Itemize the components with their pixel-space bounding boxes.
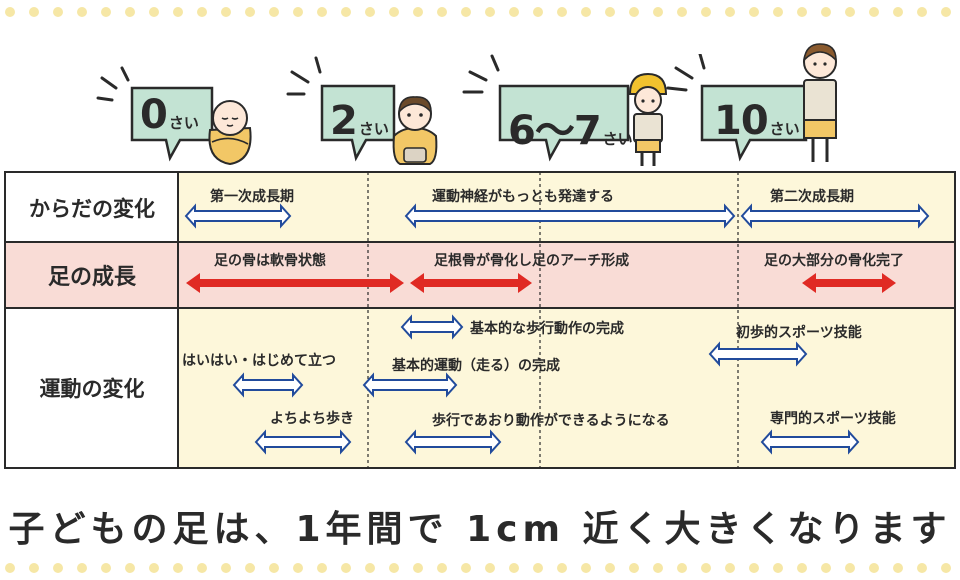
- foot-label-arch: 足根骨が骨化し足のアーチ形成: [434, 253, 630, 269]
- body-label-motor-nerve: 運動神経がもっとも発達する: [432, 189, 614, 205]
- baby-illustration: [208, 100, 252, 166]
- top-dot-border: [5, 7, 951, 17]
- arrow-basic-walking: [400, 314, 464, 340]
- arrow-foot-arch: [410, 273, 532, 293]
- timeline-table: [4, 171, 956, 469]
- arrow-running: [362, 372, 458, 398]
- arrow-crawl-stand: [232, 372, 304, 398]
- arrow-foot-ossified: [802, 273, 896, 293]
- arrow-beginner-sports: [708, 341, 808, 367]
- arrow-foot-cartilage: [186, 273, 404, 293]
- motor-label-toddle: よちよち歩き: [270, 411, 354, 427]
- row-label-motor: 運動の変化: [39, 377, 145, 401]
- arrow-motor-nerve: [404, 203, 736, 229]
- arrow-toddle: [254, 429, 352, 455]
- body-label-second-growth: 第二次成長期: [770, 189, 854, 205]
- page-title: 子どもの足は、1年間で 1cm 近く大きくなります: [8, 509, 952, 550]
- toddler-illustration: [392, 96, 438, 165]
- row-label-body: からだの変化: [29, 197, 155, 221]
- older-child-illustration: [802, 43, 837, 162]
- motor-label-beginner-sports: 初歩的スポーツ技能: [736, 325, 862, 341]
- arrow-rolling-gait: [404, 429, 502, 455]
- motor-label-crawl-stand: はいはい・はじめて立つ: [182, 353, 336, 369]
- arrow-first-growth: [184, 203, 292, 229]
- body-label-first-growth: 第一次成長期: [210, 189, 294, 205]
- age-bubble-10: [666, 54, 808, 162]
- schoolchild-illustration: [628, 72, 668, 166]
- motor-label-running: 基本的運動（走る）の完成: [392, 358, 560, 374]
- row-label-foot: 足の成長: [47, 265, 136, 290]
- age-bubble-6-7: [462, 54, 630, 162]
- foot-label-ossified: 足の大部分の骨化完了: [764, 253, 904, 269]
- arrow-second-growth: [740, 203, 930, 229]
- age-bubble-2: [286, 56, 396, 162]
- motor-label-rolling-gait: 歩行であおり動作ができるようになる: [432, 413, 670, 429]
- age-bubble-0: [96, 66, 214, 162]
- motor-label-basic-walking: 基本的な歩行動作の完成: [470, 321, 624, 337]
- foot-label-cartilage: 足の骨は軟骨状態: [214, 253, 326, 269]
- arrow-advanced-sports: [760, 429, 860, 455]
- bottom-dot-border: [5, 563, 951, 573]
- motor-label-advanced-sports: 専門的スポーツ技能: [770, 411, 896, 427]
